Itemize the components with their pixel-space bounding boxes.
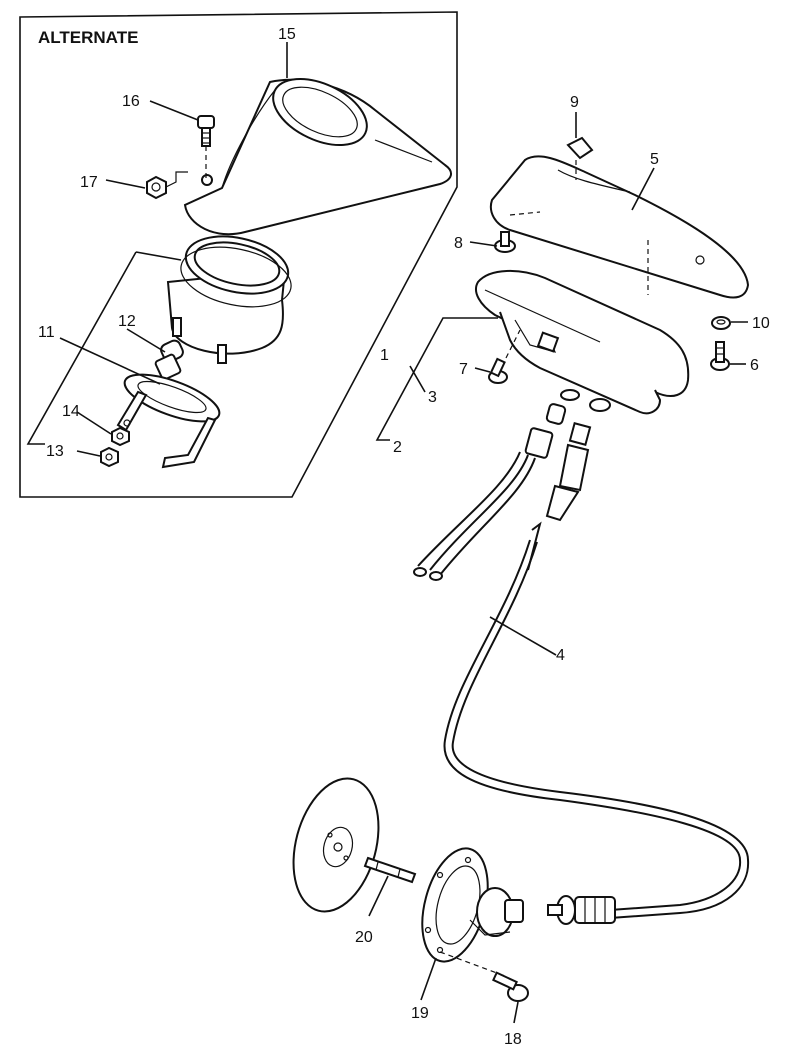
callout-19: 19 [411,1005,429,1022]
bracket-part-11 [116,373,221,469]
callout-20: 20 [355,929,373,946]
wiring-harness [413,403,567,581]
callout-9: 9 [570,94,579,111]
clip-part-9 [566,136,594,180]
cable-part-4 [443,422,750,925]
screw-part-7 [488,329,521,384]
callout-13: 13 [46,443,64,460]
callout-17: 17 [80,174,98,191]
callout-5: 5 [650,151,659,168]
drive-housing-part-19 [421,847,524,977]
callout-10: 10 [752,315,770,332]
callout-labels: 1 2 3 4 5 6 7 8 9 10 11 12 13 14 15 16 1… [38,26,770,1048]
nut-part-17 [146,171,188,200]
screw-part-8 [494,231,516,253]
gauge-alternate [166,235,292,364]
visor-cone-part [183,77,452,236]
callout-16: 16 [122,93,140,110]
callout-8: 8 [454,235,463,252]
shaft-part-20 [363,856,417,884]
callout-1: 1 [380,347,389,364]
screw-part-6 [710,341,730,371]
bulb-socket-part-12 [154,339,184,381]
nut-part-13 [100,446,119,468]
meter-housing [475,269,690,415]
callout-14: 14 [62,403,80,420]
nut-part-14 [111,426,130,447]
callout-2: 2 [393,439,402,456]
inset-title: ALTERNATE [38,28,138,47]
callout-3: 3 [428,389,437,406]
callout-18: 18 [504,1031,522,1048]
callout-7: 7 [459,361,468,378]
disc-part [292,777,380,913]
callout-4: 4 [556,647,565,664]
cover-part-5 [490,155,750,299]
callout-6: 6 [750,357,759,374]
screw-part-18 [492,971,529,1002]
callout-11: 11 [38,324,55,341]
callout-12: 12 [118,313,136,330]
callout-15: 15 [278,26,296,43]
screw-part-16 [197,115,215,178]
grommet-part-10 [711,316,731,330]
alternate-inset: ALTERNATE [19,11,458,498]
